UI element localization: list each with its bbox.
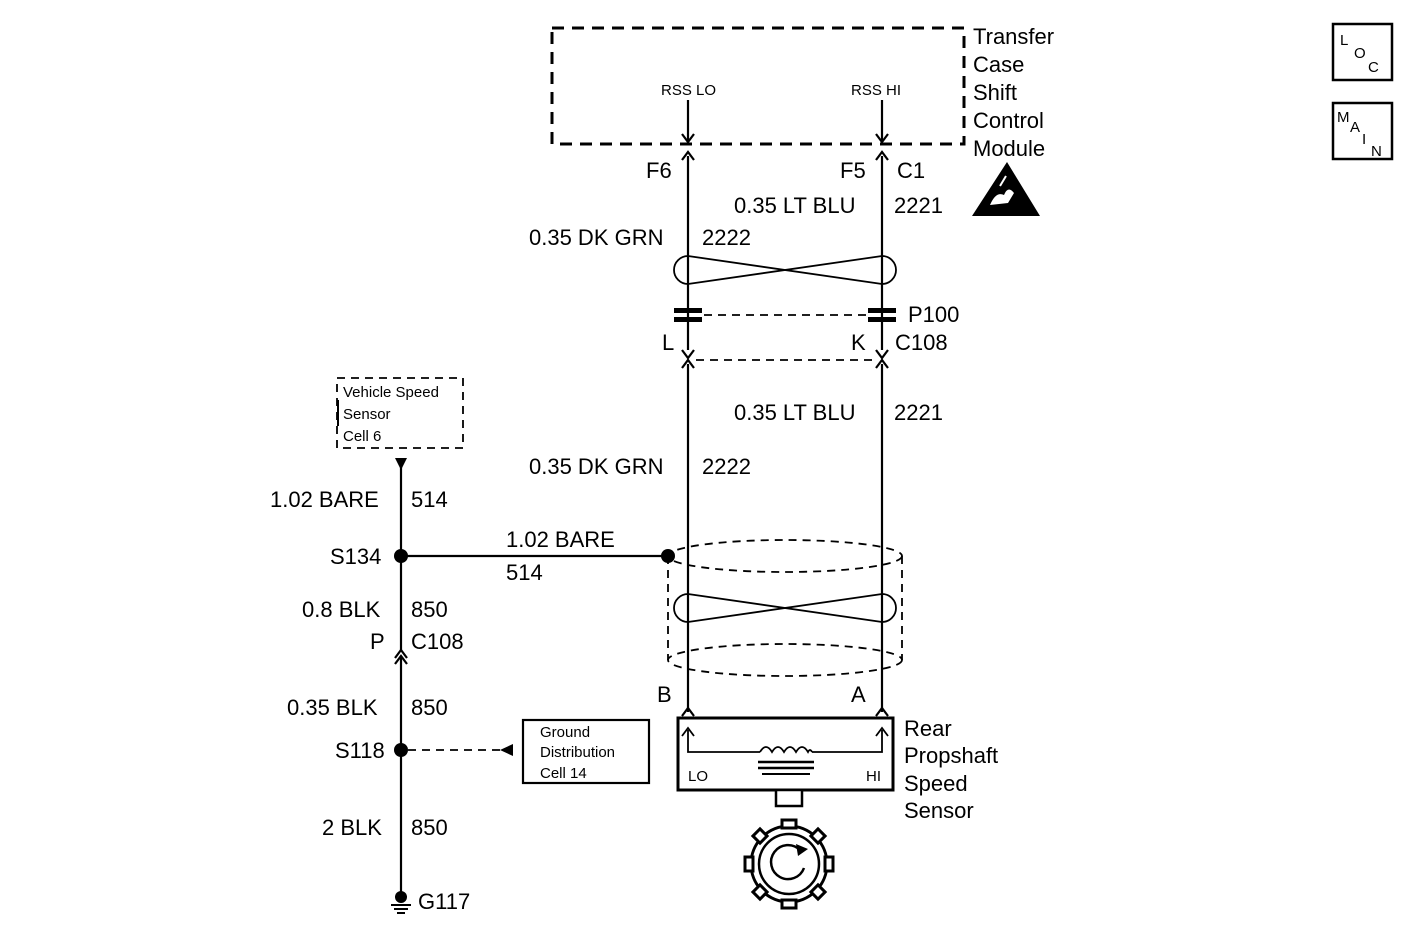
- module-name-line-4: Control: [973, 108, 1044, 133]
- svg-text:Sensor: Sensor: [343, 406, 391, 423]
- main-icon[interactable]: M A I N: [1331, 101, 1394, 161]
- ground-g117: G117: [418, 889, 470, 914]
- svg-text:Vehicle Speed: Vehicle Speed: [343, 384, 439, 401]
- wire-850c-gauge: 2 BLK: [322, 815, 382, 840]
- wire-2222-lower-circuit: 2222: [702, 454, 751, 479]
- wire-850c-circuit: 850: [411, 815, 448, 840]
- splice-s118: S118: [335, 738, 385, 763]
- svg-text:L: L: [1340, 32, 1348, 49]
- sensor-name-line-3: Speed: [904, 771, 968, 796]
- module-name-line-3: Shift: [973, 80, 1017, 105]
- wire-514-circuit: 514: [411, 487, 448, 512]
- svg-text:Cell 6: Cell 6: [343, 428, 381, 445]
- terminal-b: B: [657, 682, 672, 707]
- svg-text:Cell 14: Cell 14: [540, 765, 587, 782]
- wire-2222-upper-circuit: 2222: [702, 225, 751, 250]
- connector-c108-upper: C108: [895, 330, 948, 355]
- svg-text:C: C: [1368, 59, 1379, 76]
- wire-514-gauge: 1.02 BARE: [270, 487, 379, 512]
- connector-c108-lower: C108: [411, 629, 464, 654]
- splice-s134: S134: [330, 544, 381, 569]
- shield-drain-dot: [661, 549, 675, 563]
- esd-warning-icon: [972, 162, 1040, 216]
- inline-connector-p100: [674, 308, 896, 369]
- terminal-f5: F5: [840, 158, 866, 183]
- sensor-lo-label: LO: [688, 768, 708, 785]
- twisted-pair-upper: [673, 255, 897, 285]
- connector-c108-p: [394, 648, 408, 665]
- svg-text:I: I: [1362, 131, 1366, 148]
- wire-2222-lower-gauge: 0.35 DK GRN: [529, 454, 664, 479]
- ground-ref-arrow-icon: [500, 744, 513, 756]
- pin-rss-hi: RSS HI: [851, 82, 901, 99]
- module-name-line-2: Case: [973, 52, 1024, 77]
- pin-rss-lo: RSS LO: [661, 82, 716, 99]
- terminal-l: L: [662, 330, 674, 355]
- splice-s118-dot: [394, 743, 408, 757]
- svg-text:A: A: [1350, 119, 1360, 136]
- wire-2221-lower-gauge: 0.35 LT BLU: [734, 400, 855, 425]
- wire-850a-gauge: 0.8 BLK: [302, 597, 381, 622]
- wire-850b-gauge: 0.35 BLK: [287, 695, 378, 720]
- wire-2221-lower-circuit: 2221: [894, 400, 943, 425]
- sensor-hi-label: HI: [866, 768, 881, 785]
- sensor-name-line-1: Rear: [904, 716, 952, 741]
- svg-text:Ground: Ground: [540, 724, 590, 741]
- drain-gauge: 1.02 BARE: [506, 527, 615, 552]
- drain-circuit: 514: [506, 560, 543, 585]
- terminal-f6: F6: [646, 158, 672, 183]
- svg-text:Distribution: Distribution: [540, 744, 615, 761]
- terminal-p: P: [370, 629, 385, 654]
- module-name-line-1: Transfer: [973, 24, 1054, 49]
- svg-text:N: N: [1371, 143, 1382, 160]
- svg-text:O: O: [1354, 45, 1366, 62]
- terminal-a: A: [851, 682, 866, 707]
- loc-icon[interactable]: L O C: [1331, 22, 1394, 82]
- connector-p100: P100: [908, 302, 959, 327]
- cable-shield: [667, 539, 903, 677]
- wire-2221-upper-gauge: 0.35 LT BLU: [734, 193, 855, 218]
- sensor-name-line-2: Propshaft: [904, 743, 998, 768]
- wire-850b-circuit: 850: [411, 695, 448, 720]
- ground-distribution-reference-box[interactable]: Ground Distribution Cell 14: [521, 718, 651, 785]
- vss-reference-box[interactable]: Vehicle Speed Sensor Cell 6: [336, 377, 464, 449]
- wire-2222-upper-gauge: 0.35 DK GRN: [529, 225, 664, 250]
- module-boundary: [550, 26, 966, 146]
- transfer-case-module: Transfer Case Shift Control Module RSS L…: [550, 24, 1054, 161]
- module-name-line-5: Module: [973, 136, 1045, 161]
- reluctor-wheel-icon: [743, 818, 835, 910]
- sensor-name-line-4: Sensor: [904, 798, 974, 823]
- terminal-k: K: [851, 330, 866, 355]
- wire-2221-upper-circuit: 2221: [894, 193, 943, 218]
- ground-icon: [391, 891, 411, 914]
- rear-propshaft-speed-sensor: LO HI: [676, 716, 895, 808]
- svg-text:M: M: [1337, 109, 1350, 126]
- wire-850a-circuit: 850: [411, 597, 448, 622]
- connector-c1: C1: [897, 158, 925, 183]
